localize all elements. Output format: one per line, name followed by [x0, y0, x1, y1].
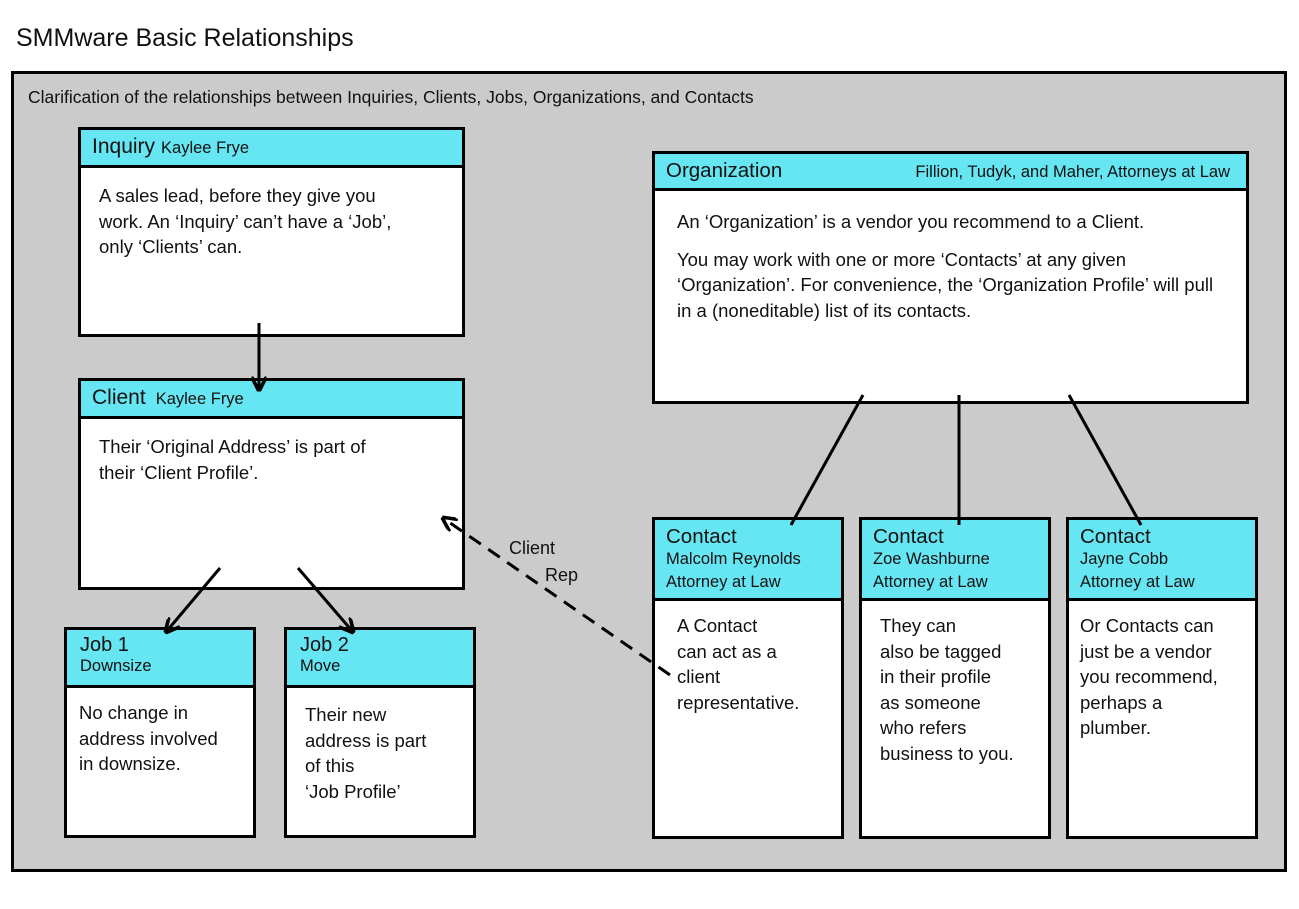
organization-name: Fillion, Tudyk, and Maher, Attorneys at … — [915, 163, 1230, 181]
inquiry-box: Inquiry Kaylee Frye A sales lead, before … — [78, 127, 465, 337]
contact-3-box: Contact Jayne Cobb Attorney at Law Or Co… — [1066, 517, 1258, 839]
job-1-name: Downsize — [80, 657, 152, 675]
job-2-name: Move — [300, 657, 341, 675]
job-2-header: Job 2 Move — [287, 630, 473, 688]
contact-1-header: Contact Malcolm Reynolds Attorney at Law — [655, 520, 841, 601]
diagram-title: SMMware Basic Relationships — [16, 24, 354, 52]
contact-2-description: They can also be tagged in their profile… — [880, 615, 1014, 764]
contact-3-header: Contact Jayne Cobb Attorney at Law — [1069, 520, 1255, 601]
client-header: Client Kaylee Frye — [81, 381, 462, 419]
inquiry-kind: Inquiry — [92, 135, 156, 158]
inquiry-description: A sales lead, before they give you work.… — [99, 185, 392, 257]
client-rep-label-line2: Rep — [545, 565, 579, 585]
client-name: Kaylee Frye — [155, 390, 244, 408]
contact-1-description: A Contact can act as a client representa… — [677, 615, 800, 713]
contact-1-name: Malcolm Reynolds — [666, 550, 801, 568]
client-rep-label-line1: Client — [509, 538, 556, 558]
contact-2-name: Zoe Washburne — [873, 550, 990, 568]
contact-2-role: Attorney at Law — [873, 573, 988, 591]
organization-paragraph: You may work with one or more ‘Contacts’… — [677, 248, 1214, 321]
contact-2-box: Contact Zoe Washburne Attorney at Law Th… — [859, 517, 1051, 839]
contact-3-role: Attorney at Law — [1080, 573, 1195, 591]
contact-3-kind: Contact — [1080, 525, 1151, 548]
job-1-header: Job 1 Downsize — [67, 630, 253, 688]
contact-3-name: Jayne Cobb — [1080, 550, 1169, 568]
contact-2-header: Contact Zoe Washburne Attorney at Law — [862, 520, 1048, 601]
contact-2-kind: Contact — [873, 525, 944, 548]
client-kind: Client — [92, 386, 146, 409]
job-2-kind: Job 2 — [300, 634, 349, 656]
organization-description: An ‘Organization’ is a vendor you recomm… — [655, 191, 1246, 353]
client-description: Their ‘Original Address’ is part of thei… — [99, 436, 366, 483]
organization-box: Organization Fillion, Tudyk, and Maher, … — [652, 151, 1249, 404]
contact-1-kind: Contact — [666, 525, 737, 548]
diagram-subtitle: Clarification of the relationships betwe… — [28, 87, 754, 107]
contact-1-box: Contact Malcolm Reynolds Attorney at Law… — [652, 517, 844, 839]
contact-3-description: Or Contacts can just be a vendor you rec… — [1080, 615, 1218, 738]
inquiry-header: Inquiry Kaylee Frye — [81, 130, 462, 168]
job-2-description: Their new address is part of this ‘Job P… — [305, 704, 427, 802]
organization-paragraph: An ‘Organization’ is a vendor you recomm… — [677, 211, 1145, 232]
organization-kind: Organization — [666, 159, 783, 182]
client-box: Client Kaylee Frye Their ‘Original Addres… — [78, 378, 465, 590]
job-1-description: No change in address involved in downsiz… — [79, 702, 218, 774]
job-1-box: Job 1 Downsize No change in address invo… — [64, 627, 256, 838]
job-1-kind: Job 1 — [80, 634, 129, 656]
inquiry-name: Kaylee Frye — [161, 139, 250, 157]
organization-header: Organization Fillion, Tudyk, and Maher, … — [655, 154, 1246, 191]
contact-1-role: Attorney at Law — [666, 573, 781, 591]
job-2-box: Job 2 Move Their new address is part of … — [284, 627, 476, 838]
